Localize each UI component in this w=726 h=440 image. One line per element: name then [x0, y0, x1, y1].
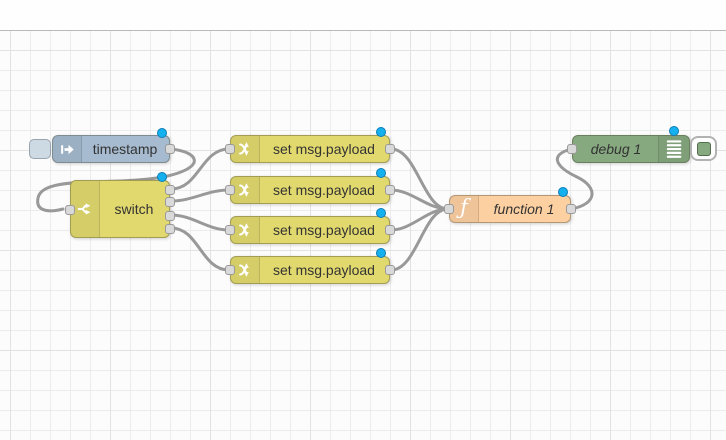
debug-iconzone [658, 136, 689, 162]
changed-indicator [157, 172, 167, 182]
change-shuffle-icon [239, 142, 249, 156]
change-iconzone [231, 136, 260, 162]
node-label: set msg.payload [273, 222, 375, 238]
changed-indicator [376, 248, 386, 258]
change-shuffle-icon [239, 223, 249, 237]
changed-indicator [376, 127, 386, 137]
changed-indicator [376, 168, 386, 178]
header-bar [0, 0, 726, 31]
wire-switch-out2-to-change2[interactable] [169, 188, 231, 203]
input-port[interactable] [444, 204, 454, 214]
changed-indicator [376, 208, 386, 218]
node-label: set msg.payload [273, 182, 375, 198]
wire-switch-out3-to-change3[interactable] [169, 213, 231, 232]
debug-enable-toggle[interactable] [690, 136, 717, 161]
node-inject-timestamp[interactable]: timestamp [29, 128, 175, 163]
node-label: timestamp [92, 141, 158, 157]
input-port[interactable] [225, 144, 235, 154]
node-label: set msg.payload [273, 141, 375, 157]
debug-toggle-state [696, 141, 711, 156]
output-port-1[interactable] [165, 185, 175, 195]
change-shuffle-icon [239, 183, 249, 197]
change-iconzone [231, 257, 260, 283]
inject-arrow-icon [60, 144, 74, 154]
change-shuffle-icon [239, 263, 249, 277]
node-change-4[interactable]: set msg.payload [225, 248, 395, 284]
output-port[interactable] [165, 144, 175, 154]
wire-change4-to-function[interactable] [389, 207, 450, 272]
node-label: debug 1 [590, 141, 642, 157]
node-function-1[interactable]: ƒ function 1 [444, 187, 576, 223]
switch-fork-icon [77, 203, 91, 215]
node-label: set msg.payload [273, 262, 375, 278]
node-change-3[interactable]: set msg.payload [225, 208, 395, 244]
output-port-2[interactable] [165, 197, 175, 207]
input-port[interactable] [567, 144, 577, 154]
output-port[interactable] [385, 185, 395, 195]
debug-list-icon [666, 139, 681, 158]
output-port[interactable] [385, 225, 395, 235]
output-port-4[interactable] [165, 224, 175, 234]
input-port[interactable] [225, 185, 235, 195]
node-switch[interactable]: switch [65, 172, 175, 238]
changed-indicator [669, 126, 679, 136]
output-port[interactable] [566, 204, 576, 214]
changed-indicator [558, 187, 568, 197]
input-port[interactable] [225, 265, 235, 275]
output-port-3[interactable] [165, 211, 175, 221]
node-debug-1[interactable]: debug 1 [567, 126, 717, 163]
inject-trigger-button[interactable] [29, 139, 51, 159]
wire-function-to-debug[interactable] [555, 148, 594, 211]
output-port[interactable] [385, 144, 395, 154]
input-port[interactable] [65, 205, 75, 215]
wire-switch-out4-to-change4[interactable] [169, 226, 231, 272]
flow-workspace[interactable]: timestamp switch [0, 31, 726, 440]
node-label: switch [114, 201, 154, 217]
change-iconzone [231, 217, 260, 243]
switch-iconzone [71, 181, 100, 237]
output-port[interactable] [385, 265, 395, 275]
function-iconzone: ƒ [450, 196, 479, 222]
change-iconzone [231, 177, 260, 203]
node-change-2[interactable]: set msg.payload [225, 168, 395, 204]
node-label: function 1 [493, 201, 555, 217]
wire-switch-out1-to-change1[interactable] [169, 147, 231, 191]
function-f-icon: ƒ [460, 195, 468, 219]
changed-indicator [157, 128, 167, 138]
input-port[interactable] [225, 225, 235, 235]
inject-iconzone [53, 136, 82, 162]
node-change-1[interactable]: set msg.payload [225, 127, 395, 163]
